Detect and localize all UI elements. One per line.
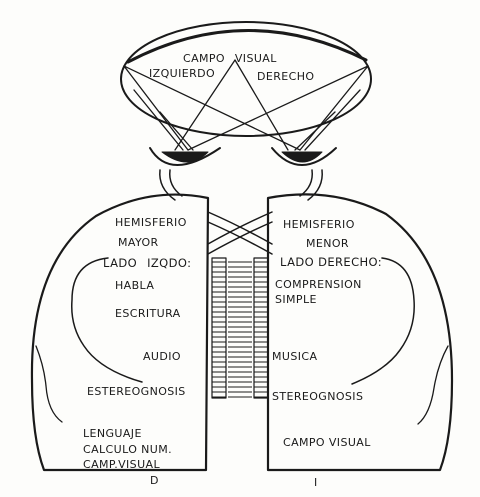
left-eye-pupil [162, 152, 208, 162]
visual-field-title: CAMPO VISUAL [183, 52, 277, 65]
function-estereognosis-left: ESTEREOGNOSIS [87, 385, 186, 398]
function-audio: AUDIO [143, 350, 181, 363]
right-hemisphere-outline [268, 194, 452, 470]
function-campo-visual-right: CAMPO VISUAL [283, 436, 371, 449]
visual-field-left-label: IZQUIERDO [149, 67, 215, 80]
right-sulcus-lower [418, 346, 448, 424]
function-stereognosis-right: STEREOGNOSIS [272, 390, 363, 403]
function-habla: HABLA [115, 279, 154, 292]
left-hemisphere-title: HEMISFERIO [115, 216, 187, 229]
right-sylvian-fissure [352, 258, 414, 384]
left-sylvian-fissure [72, 258, 142, 382]
function-lenguaje: LENGUAJE [83, 427, 142, 440]
function-escritura: ESCRITURA [115, 307, 181, 320]
right-side-label: LADO DERECHO: [280, 256, 382, 269]
right-hemisphere-title: HEMISFERIO [283, 218, 355, 231]
visual-field-right-label: DERECHO [257, 70, 314, 83]
function-musica: MUSICA [272, 350, 317, 363]
left-hemisphere-subtitle: MAYOR [118, 236, 159, 249]
left-sulcus-lower [36, 346, 62, 422]
function-visual-d: D [150, 474, 159, 487]
corpus-callosum-fibers [212, 262, 268, 397]
function-visual-i: I [314, 476, 318, 489]
function-simple: SIMPLE [275, 293, 317, 306]
function-comprension: COMPRENSION [275, 278, 362, 291]
function-calculo: CALCULO NUM. [83, 443, 172, 456]
optic-chiasm [208, 212, 272, 254]
left-side-label: LADO IZQDO: [103, 257, 191, 270]
right-hemisphere-subtitle: MENOR [306, 237, 349, 250]
function-campo-visual-left: CAMP.VISUAL [83, 458, 160, 471]
